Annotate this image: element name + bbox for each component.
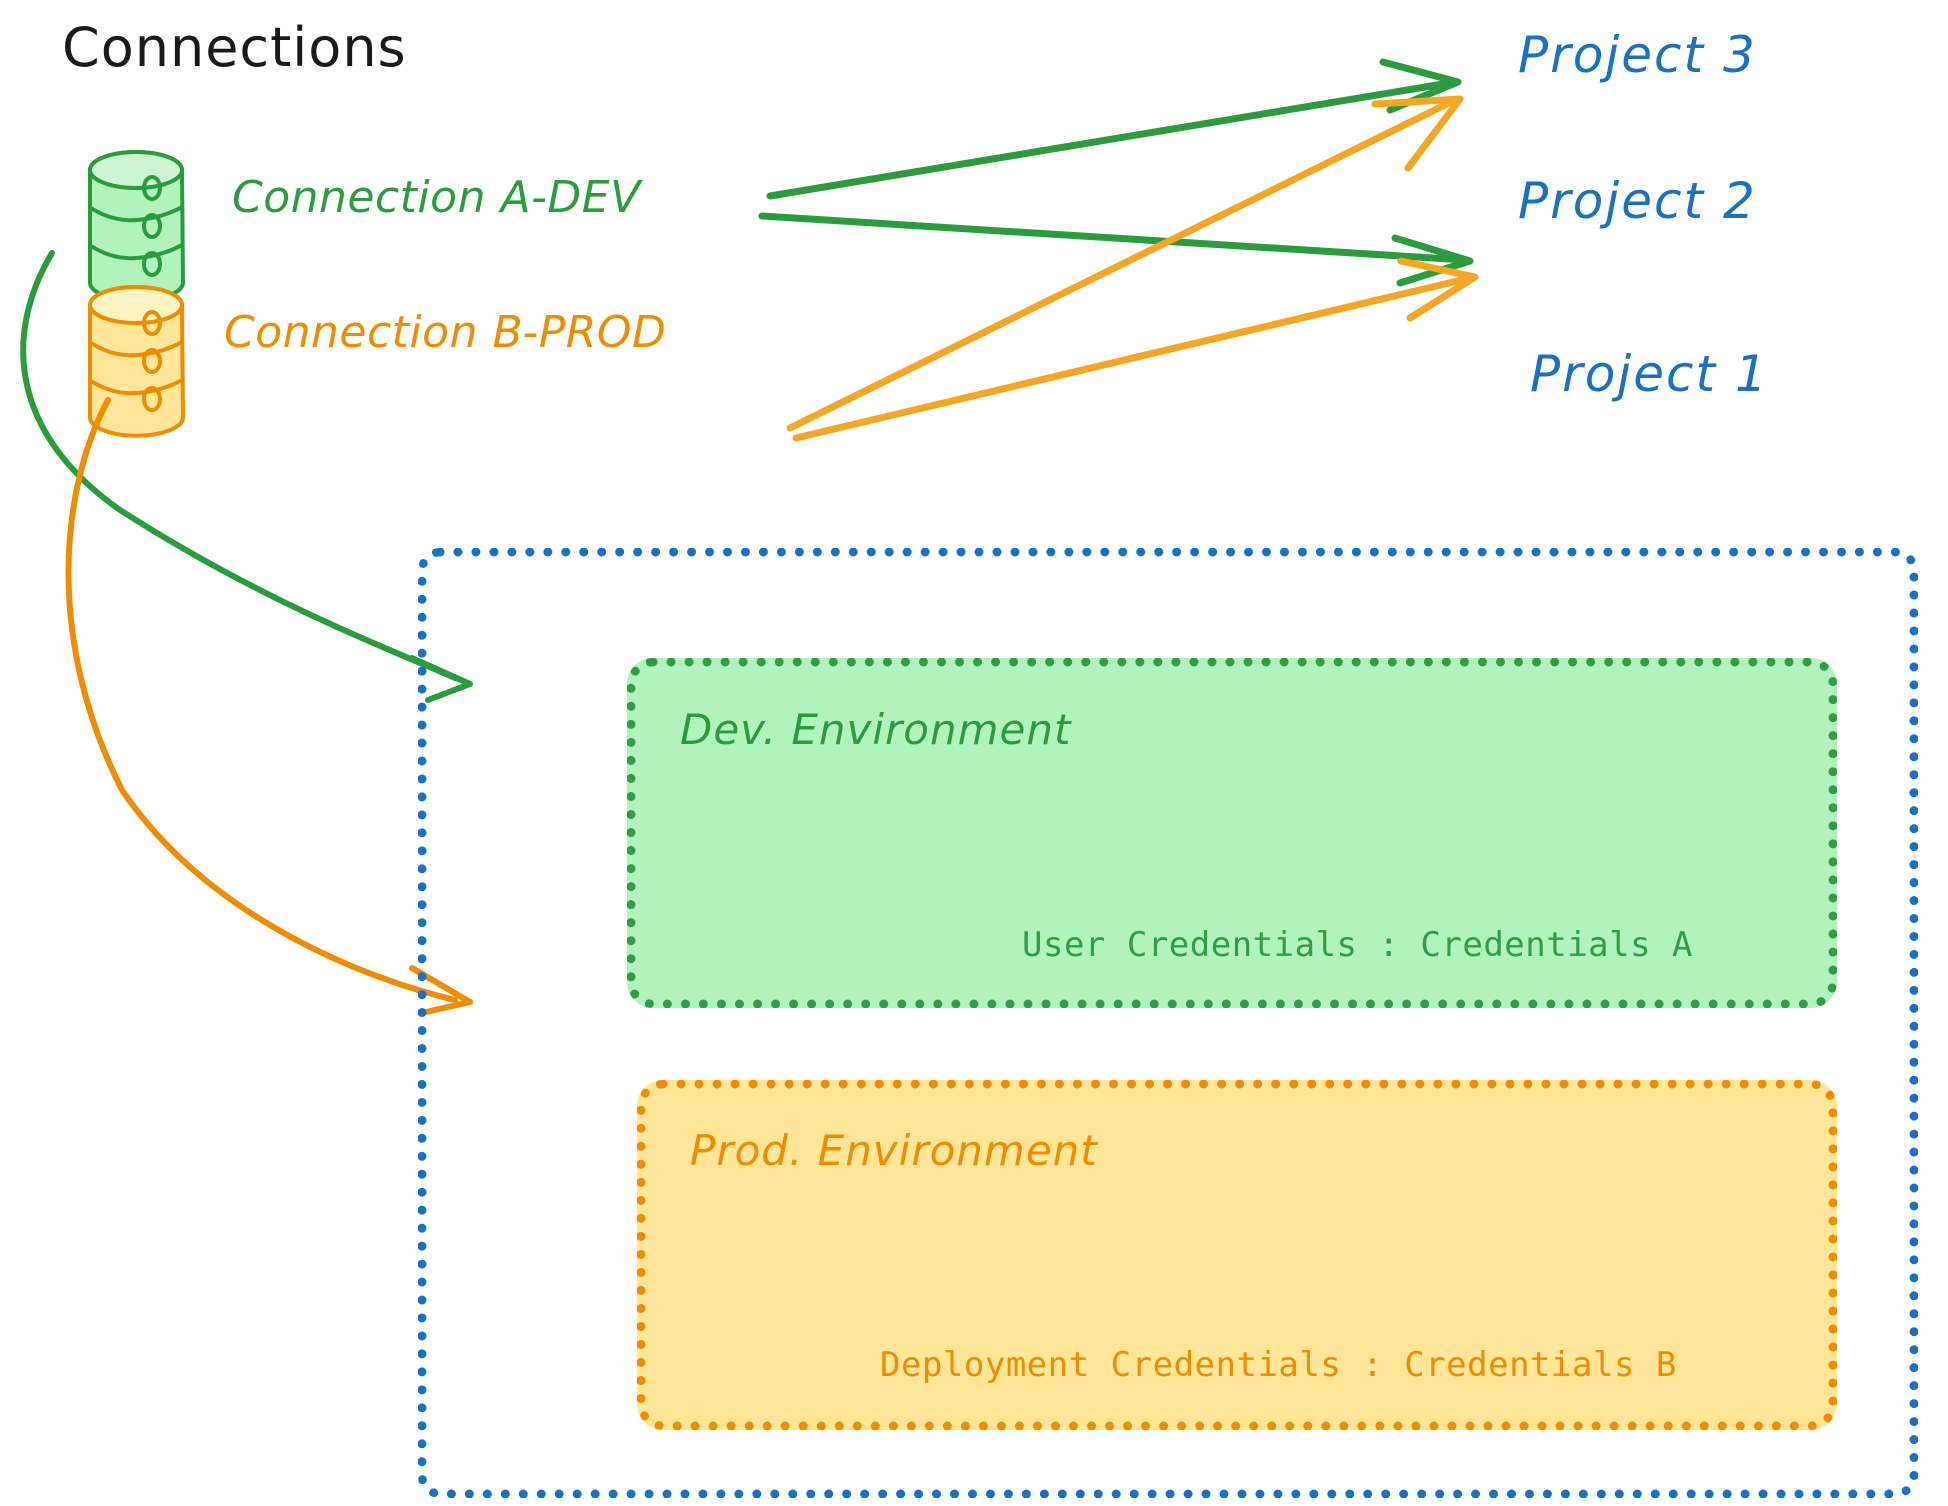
- connection-label-a-dev: Connection A-DEV: [232, 172, 641, 223]
- prod-environment-title: Prod. Environment: [690, 1126, 1098, 1175]
- dev-environment-credentials: User Credentials : Credentials A: [1022, 925, 1694, 965]
- dev-environment-box[interactable]: [627, 658, 1837, 1008]
- project-label-project-3: Project 3: [1518, 26, 1757, 84]
- prod-environment-box[interactable]: [637, 1080, 1837, 1430]
- page-title: Connections: [62, 16, 407, 79]
- prod-environment-credentials: Deployment Credentials : Credentials B: [880, 1345, 1677, 1385]
- edge-b-prod-to-project-2: [792, 257, 1479, 442]
- project-label-project-1: Project 1: [1530, 345, 1769, 403]
- edge-b-prod-to-prod-environment: [65, 397, 473, 1015]
- project-label-project-2: Project 2: [1518, 172, 1757, 230]
- edge-b-prod-to-project-3: [786, 95, 1464, 432]
- dev-environment-title: Dev. Environment: [680, 705, 1072, 754]
- project-1-container: [418, 548, 1918, 1498]
- connection-label-b-prod: Connection B-PROD: [224, 307, 667, 358]
- database-cylinder-icon-b-prod: [88, 285, 185, 438]
- database-cylinder-icon-a-dev: [88, 150, 185, 303]
- edge-a-dev-to-project-2: [758, 212, 1474, 287]
- edge-a-dev-to-project-3: [766, 58, 1462, 200]
